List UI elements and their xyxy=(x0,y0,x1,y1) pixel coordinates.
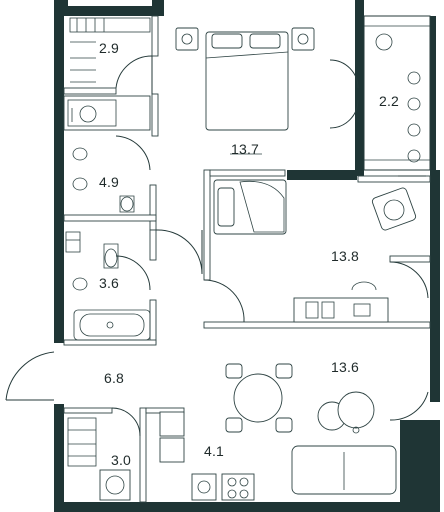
wardrobe-shelves xyxy=(69,17,151,83)
laundry-fixtures xyxy=(67,417,131,501)
area-label-living-room: 13.6 xyxy=(330,359,360,375)
area-label-bedroom: 13.7 xyxy=(230,141,260,157)
area-label-children-room: 13.8 xyxy=(330,248,360,264)
outer-walls xyxy=(54,0,440,512)
double-bed xyxy=(175,27,315,155)
area-label-balcony: 2.2 xyxy=(378,93,400,109)
area-label-hallway: 6.8 xyxy=(103,370,125,386)
area-label-laundry: 3.0 xyxy=(110,452,132,468)
bathroom-fixtures xyxy=(63,95,151,213)
doors xyxy=(5,55,429,437)
area-label-wardrobe: 2.9 xyxy=(98,40,120,56)
children-room-furniture xyxy=(213,179,417,323)
toilet-fixtures xyxy=(65,231,151,341)
balcony xyxy=(363,15,431,177)
area-label-kitchen: 4.1 xyxy=(203,443,225,459)
living-room-furniture xyxy=(225,363,397,495)
kitchen-appliances xyxy=(159,411,255,501)
interior-walls xyxy=(63,15,431,503)
area-label-toilet: 3.6 xyxy=(98,275,120,291)
area-label-bathroom: 4.9 xyxy=(98,174,120,190)
plant-icons xyxy=(375,33,421,163)
